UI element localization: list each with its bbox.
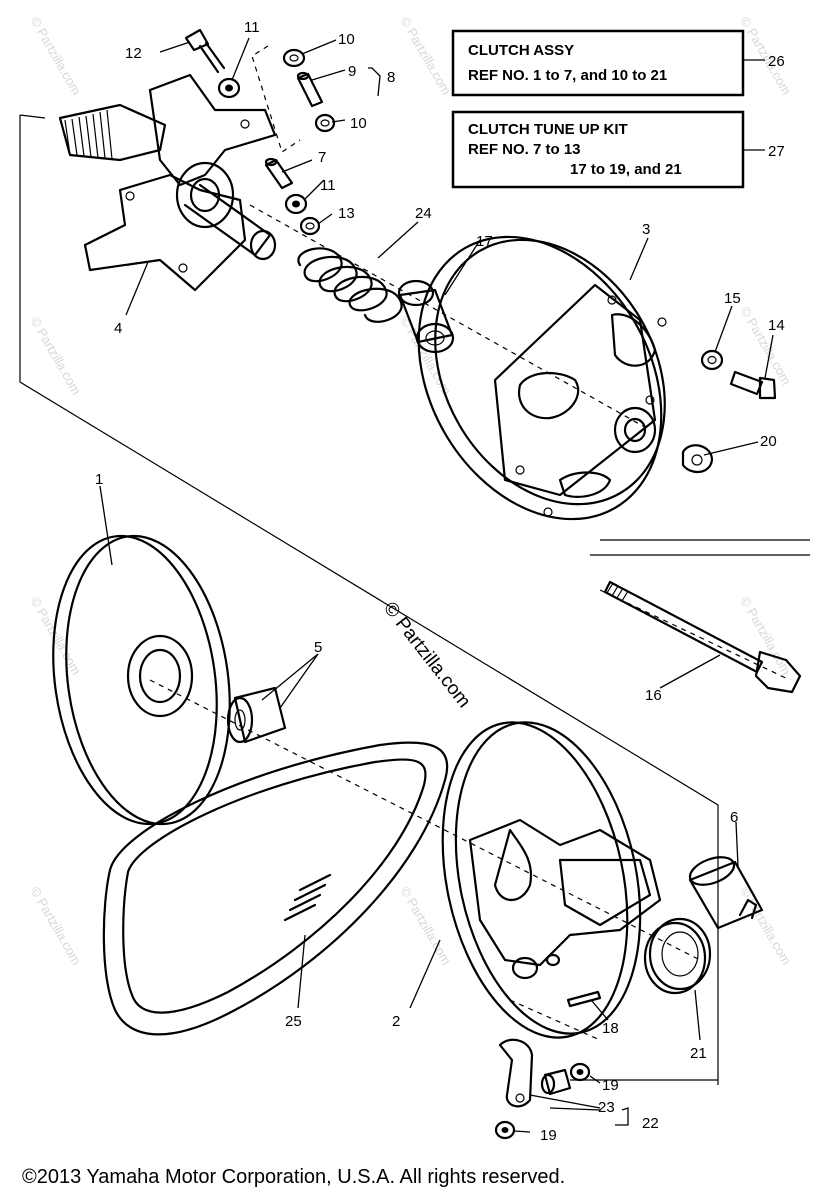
label-22: 22 [642,1115,659,1132]
clutch-assy-ref: REF NO. 1 to 7, and 10 to 21 [468,67,667,84]
watermark-tile: © Partzilla.com [737,884,794,967]
watermark-tile: © Partzilla.com [27,14,84,97]
part-13-nut [299,216,321,236]
part-2-movable-sheave [441,721,662,1039]
label-17: 17 [476,233,493,250]
watermark-tile: © Partzilla.com [397,14,454,97]
part-9-pin [296,71,324,108]
watermark-tile: © Partzilla.com [27,594,84,677]
label-18: 18 [602,1020,619,1037]
label-10-lower: 10 [350,115,367,132]
label-12: 12 [125,45,142,62]
watermark-tile: © Partzilla.com [737,594,794,677]
label-9: 9 [348,63,356,80]
clutch-assy-box: CLUTCH ASSY REF NO. 1 to 7, and 10 to 21… [451,29,785,97]
part-12-bolt [184,28,226,74]
part-1-fixed-sheave [52,534,231,826]
part-3-cover [417,235,667,521]
clutch-assy-title: CLUTCH ASSY [468,42,574,59]
part-20-slider [681,444,714,473]
part-22-weight-arm [498,1038,534,1108]
label-27: 27 [768,143,785,160]
part-16-bolt [603,580,802,694]
label-6: 6 [730,809,738,826]
part-4-hub-spider [58,73,277,292]
label-13: 13 [338,205,355,222]
part-6-sleeve [688,856,764,930]
bracket-dashed [251,45,301,153]
label-10-upper: 10 [338,31,355,48]
label-23: 23 [598,1099,615,1116]
part-7-roller-pin [264,157,294,190]
label-11-upper: 11 [244,19,260,36]
label-14: 14 [768,317,785,334]
part-24-spring [297,247,403,323]
watermark-tile: © Partzilla.com [397,884,454,967]
label-3: 3 [642,221,650,238]
part-11-washer-upper [217,77,241,99]
part-19-washer-lower [494,1120,516,1140]
part-10-washer-lower [314,113,336,133]
label-21: 21 [690,1045,707,1062]
part-11-washer-lower [284,193,308,215]
label-25: 25 [285,1013,302,1030]
part-19-washer-upper [569,1062,591,1082]
watermark-tile: © Partzilla.com [27,314,84,397]
center-watermark: © Partzilla.com [379,598,474,712]
label-11-lower: 11 [320,177,336,194]
assembly-outline [19,114,810,1085]
tune-kit-ref-2: 17 to 19, and 21 [570,161,682,178]
part-25-belt [102,741,449,1036]
tune-kit-ref-1: REF NO. 7 to 13 [468,141,581,158]
part-14-bolt [729,370,777,400]
watermark-tile: © Partzilla.com [737,14,794,97]
label-19-upper: 19 [602,1077,619,1094]
part-labels: 12 11 10 9 8 10 7 11 13 24 17 3 4 15 14 … [95,19,785,1144]
label-4: 4 [114,320,122,337]
part-18-pin [566,990,602,1008]
clutch-tune-kit-box: CLUTCH TUNE UP KIT REF NO. 7 to 13 17 to… [451,110,785,189]
part-15-nut [700,349,724,371]
part-5-bushing [226,686,287,744]
label-16: 16 [645,687,662,704]
label-26: 26 [768,53,785,70]
part-21-ring [643,917,712,995]
label-7: 7 [318,149,326,166]
label-15: 15 [724,290,741,307]
label-1: 1 [95,471,103,488]
label-20: 20 [760,433,777,450]
leader-lines [99,37,774,1133]
label-24: 24 [415,205,432,222]
watermark-tile: © Partzilla.com [27,884,84,967]
part-10-washer-upper [282,48,306,68]
tune-kit-title: CLUTCH TUNE UP KIT [468,121,628,138]
part-23-roller [540,1068,572,1096]
label-8: 8 [387,69,395,86]
label-5: 5 [314,639,322,656]
copyright-footer: ©2013 Yamaha Motor Corporation, U.S.A. A… [22,1166,565,1188]
label-2: 2 [392,1013,400,1030]
label-19-lower: 19 [540,1127,557,1144]
